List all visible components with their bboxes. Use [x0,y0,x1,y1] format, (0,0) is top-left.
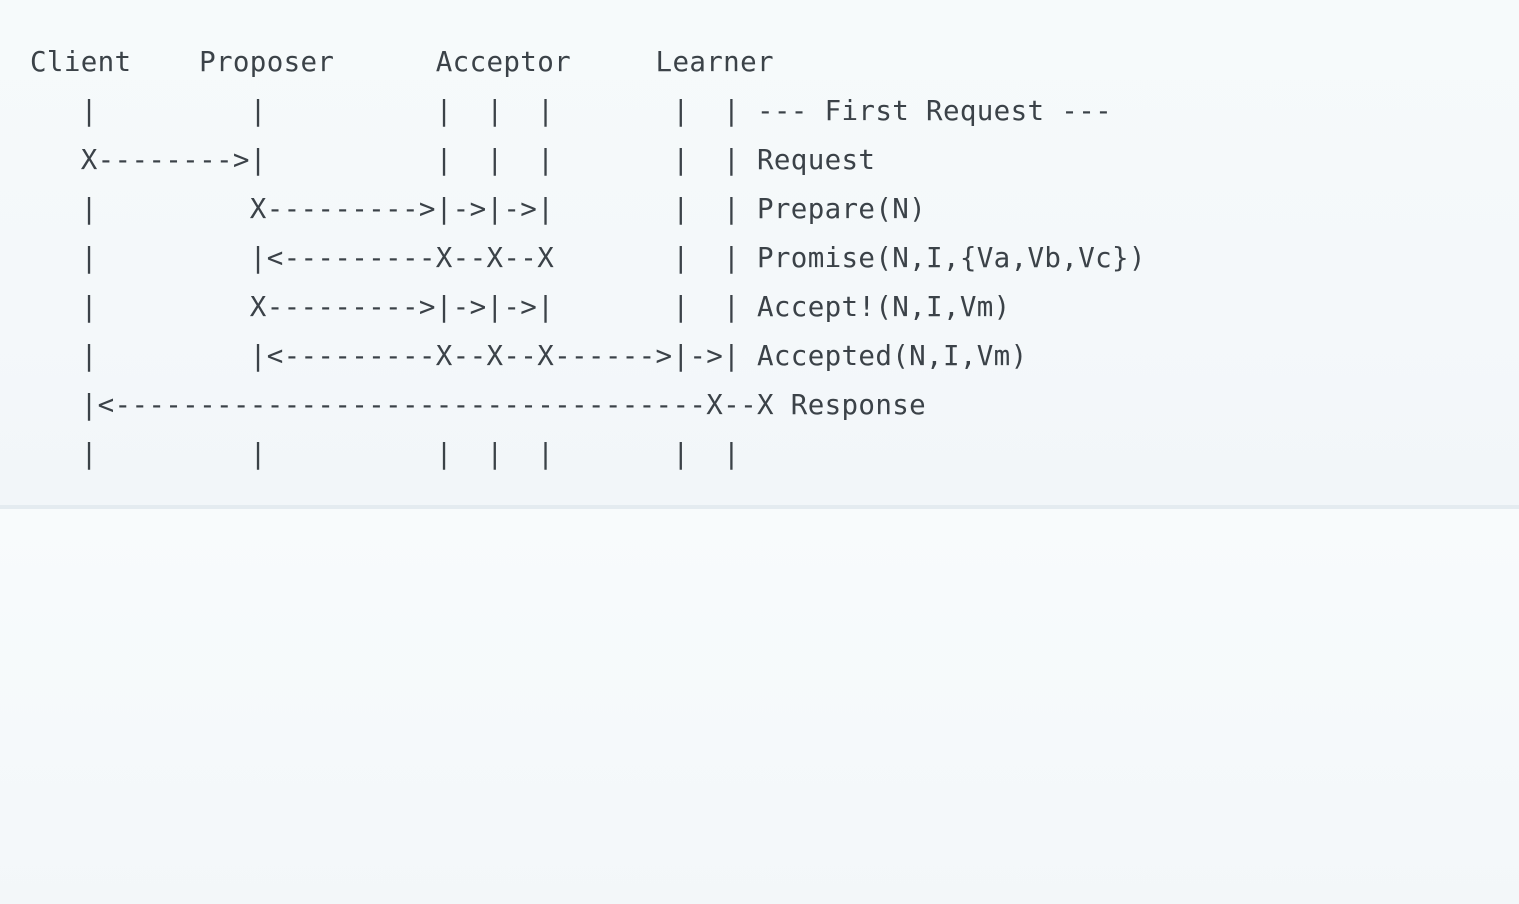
panel-divider [0,505,1519,509]
following-requests-panel: Client Proposer Acceptor Learner | | | |… [0,509,1519,904]
first-request-panel: Client Proposer Acceptor Learner | | | |… [0,0,1519,505]
first-request-ascii-diagram: Client Proposer Acceptor Learner | | | |… [30,46,1146,470]
